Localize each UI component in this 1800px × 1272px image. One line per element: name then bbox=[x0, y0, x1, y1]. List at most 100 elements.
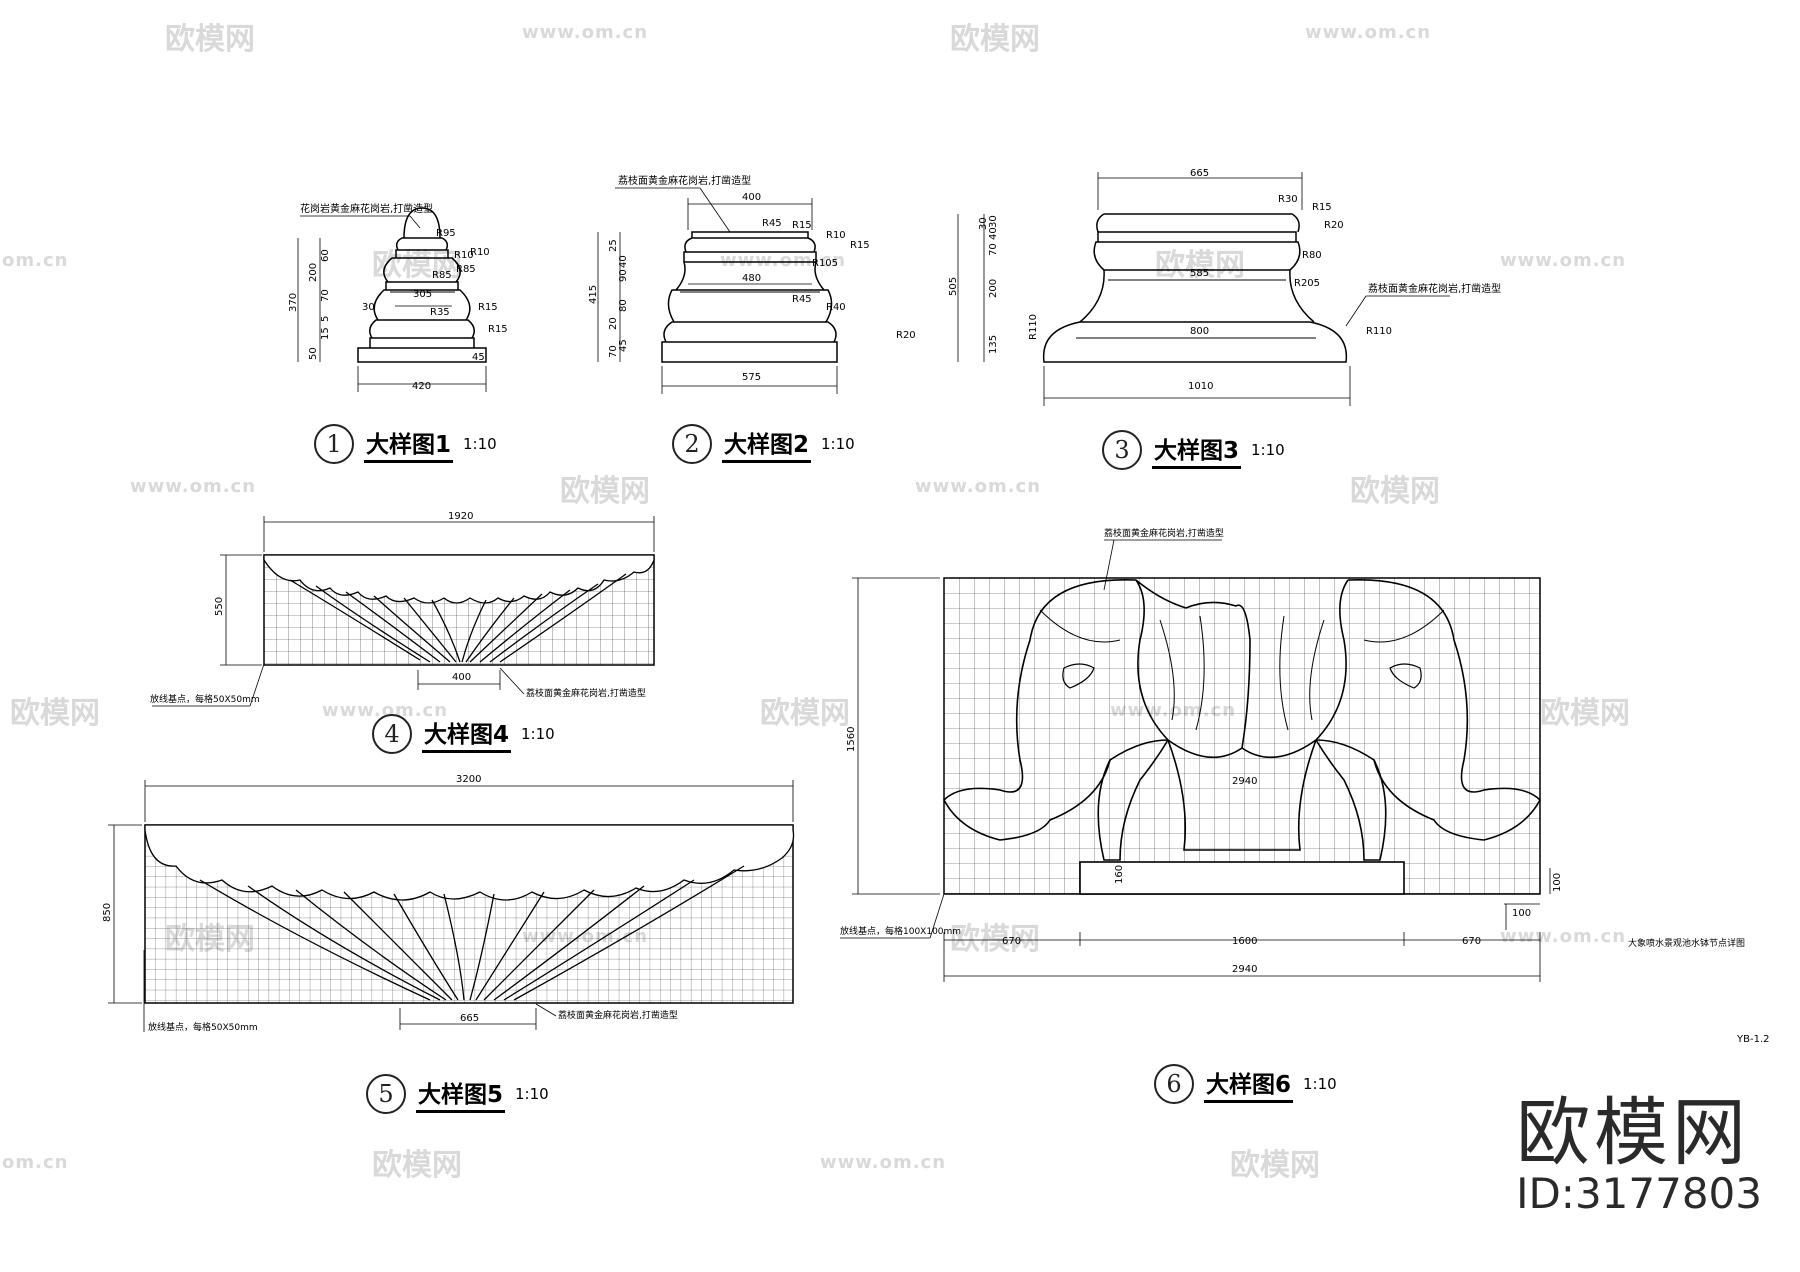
detail-1-h30: 30 bbox=[362, 302, 375, 313]
detail-2-r105: R105 bbox=[812, 258, 838, 269]
detail-1-v60: 60 bbox=[320, 249, 331, 262]
detail-5-name: 大样图5 bbox=[416, 1075, 506, 1113]
detail-6-elephant-relief bbox=[943, 578, 1541, 895]
detail-2-v20: 20 bbox=[608, 317, 619, 330]
brand-name: 欧模网 bbox=[1516, 1090, 1751, 1176]
detail-4-name: 大样图4 bbox=[422, 715, 512, 753]
detail-4-bottom: 400 bbox=[452, 672, 471, 683]
sheet-code: YB-1.2 bbox=[1737, 1034, 1770, 1045]
detail-2-v25: 25 bbox=[608, 239, 619, 252]
detail-5-ornament bbox=[144, 824, 795, 1001]
detail-3-width: 1010 bbox=[1188, 381, 1213, 392]
detail-2-scale: 1:10 bbox=[821, 435, 855, 453]
detail-3-r80: R80 bbox=[1302, 250, 1322, 261]
detail-2-r20: R20 bbox=[896, 330, 916, 341]
detail-2-title: 2 大样图2 1:10 bbox=[672, 424, 855, 464]
detail-1-v50: 50 bbox=[308, 347, 319, 360]
detail-3-r30: R30 bbox=[1278, 194, 1298, 205]
detail-4-width: 1920 bbox=[448, 511, 473, 522]
detail-1-width: 420 bbox=[412, 381, 431, 392]
detail-5-dimensions bbox=[108, 780, 794, 1032]
detail-2-width: 575 bbox=[742, 372, 761, 383]
detail-2-r40: R40 bbox=[826, 302, 846, 313]
brand-id: ID:3177803 bbox=[1516, 1169, 1762, 1218]
detail-2-drawing bbox=[661, 231, 838, 363]
detail-3-drawing bbox=[1042, 213, 1348, 363]
detail-5-note: 荔枝面黄金麻花岗岩,打凿造型 bbox=[558, 1009, 678, 1021]
detail-1-top-dim: 305 bbox=[413, 289, 432, 300]
detail-6-grid bbox=[943, 577, 1541, 895]
detail-1-r10a: R10 bbox=[470, 247, 490, 258]
detail-2-r15: R15 bbox=[792, 220, 812, 231]
detail-6-number-badge: 6 bbox=[1154, 1064, 1194, 1104]
detail-3-r110b: R110 bbox=[1366, 326, 1392, 337]
detail-2-note: 荔枝面黄金麻花岗岩,打凿造型 bbox=[618, 174, 751, 187]
detail-5-height: 850 bbox=[102, 903, 113, 922]
detail-1-dimensions bbox=[297, 215, 487, 392]
detail-5-width: 3200 bbox=[456, 774, 481, 785]
detail-2-name: 大样图2 bbox=[722, 425, 812, 463]
detail-3-v30: 30 bbox=[988, 215, 999, 228]
detail-1-r85: R85 bbox=[432, 270, 452, 281]
detail-1-r15b: R15 bbox=[488, 324, 508, 335]
detail-1-r95: R95 bbox=[436, 228, 456, 239]
detail-3-r15: R15 bbox=[1312, 202, 1332, 213]
detail-3-v70: 70 bbox=[988, 243, 999, 256]
detail-4-note: 荔枝面黄金麻花岗岩,打凿造型 bbox=[526, 687, 646, 699]
detail-6-total: 2940 bbox=[1232, 964, 1257, 975]
detail-3-scale: 1:10 bbox=[1251, 441, 1285, 459]
detail-6-name: 大样图6 bbox=[1204, 1065, 1294, 1103]
detail-2-height: 415 bbox=[588, 285, 599, 304]
detail-6-s1: 670 bbox=[1002, 936, 1021, 947]
detail-2-r45a: R45 bbox=[762, 218, 782, 229]
detail-1-scale: 1:10 bbox=[463, 435, 497, 453]
detail-3-dimensions bbox=[957, 172, 1450, 406]
detail-3-title: 3 大样图3 1:10 bbox=[1102, 430, 1285, 470]
detail-1-v200: 200 bbox=[308, 263, 319, 282]
detail-2-v90: 90 bbox=[618, 269, 629, 282]
detail-2-v70: 70 bbox=[608, 345, 619, 358]
detail-6-inner: 2940 bbox=[1232, 776, 1257, 787]
detail-3-note: 荔枝面黄金麻花岗岩,打凿造型 bbox=[1368, 282, 1501, 295]
detail-1-r15a: R15 bbox=[478, 302, 498, 313]
detail-4-number-badge: 4 bbox=[372, 714, 412, 754]
detail-6-v160: 160 bbox=[1114, 865, 1125, 884]
detail-6-s2: 1600 bbox=[1232, 936, 1257, 947]
detail-6-caption: 大象喷水景观池水钵节点详图 bbox=[1628, 937, 1745, 949]
detail-2-v40: 40 bbox=[618, 255, 629, 268]
detail-1-v70: 70 bbox=[320, 289, 331, 302]
detail-6-grid-note: 放线基点，每格100X100mm bbox=[840, 925, 961, 937]
detail-4-grid-note: 放线基点，每格50X50mm bbox=[150, 693, 260, 705]
detail-6-title: 6 大样图6 1:10 bbox=[1154, 1064, 1337, 1104]
detail-4-scale: 1:10 bbox=[521, 725, 555, 743]
detail-3-v40: 40 bbox=[988, 227, 999, 240]
detail-4-height: 550 bbox=[214, 597, 225, 616]
detail-5-scale: 1:10 bbox=[515, 1085, 549, 1103]
detail-2-r45b: R45 bbox=[792, 294, 812, 305]
detail-1-v15: 15 bbox=[320, 327, 331, 340]
detail-6-v100b: 100 bbox=[1512, 908, 1531, 919]
detail-1-name: 大样图1 bbox=[364, 425, 454, 463]
detail-1-v5: 5 bbox=[320, 316, 331, 322]
detail-1-r10b: R10 bbox=[454, 250, 474, 261]
detail-6-s3: 670 bbox=[1462, 936, 1481, 947]
detail-3-r205: R205 bbox=[1294, 278, 1320, 289]
detail-3-v135: 135 bbox=[988, 335, 999, 354]
detail-3-top: 665 bbox=[1190, 168, 1209, 179]
detail-3-number-badge: 3 bbox=[1102, 430, 1142, 470]
detail-3-mid: 585 bbox=[1190, 268, 1209, 279]
detail-3-height: 505 bbox=[948, 277, 959, 296]
detail-5-grid-note: 放线基点，每格50X50mm bbox=[148, 1021, 258, 1033]
detail-3-r110a: R110 bbox=[1028, 314, 1039, 340]
detail-6-height: 1560 bbox=[846, 727, 857, 752]
detail-3-base: 800 bbox=[1190, 326, 1209, 337]
detail-2-number-badge: 2 bbox=[672, 424, 712, 464]
detail-6-scale: 1:10 bbox=[1303, 1075, 1337, 1093]
detail-2-r10: R10 bbox=[826, 230, 846, 241]
detail-3-r20: R20 bbox=[1324, 220, 1344, 231]
detail-6-v100a: 100 bbox=[1552, 873, 1563, 892]
detail-3-name: 大样图3 bbox=[1152, 431, 1242, 469]
detail-3-v200: 200 bbox=[988, 279, 999, 298]
detail-1-height: 370 bbox=[288, 293, 299, 312]
